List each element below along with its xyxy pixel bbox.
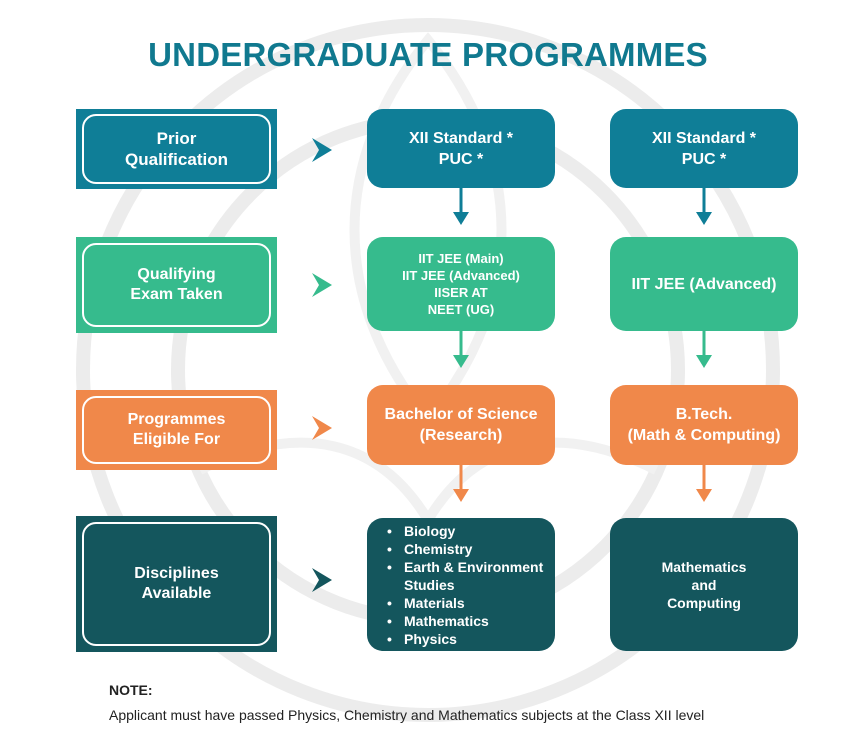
disciplines-btech: Mathematics and Computing [610, 518, 798, 651]
label-line: Exam Taken [130, 286, 223, 303]
list-item: Earth & Environment Studies [387, 558, 545, 594]
arrow-down-icon [453, 331, 469, 368]
prior-qualification-bsr: XII Standard * PUC * [367, 109, 555, 188]
box-line: PUC * [438, 150, 484, 168]
programme-bsr: Bachelor of Science (Research) [367, 385, 555, 465]
box-line: XII Standard * [651, 129, 757, 147]
label-line: Qualification [125, 150, 228, 169]
list-item: Physics [387, 630, 545, 648]
chevron-right-icon [312, 138, 332, 162]
label-line: Qualifying [137, 266, 216, 283]
row-label-programmes-eligible: Programmes Eligible For [76, 390, 277, 470]
box-line: and [691, 576, 717, 593]
prior-qualification-btech: XII Standard * PUC * [610, 109, 798, 188]
chevron-right-icon [312, 273, 332, 297]
box-line: (Research) [419, 427, 503, 444]
note-heading: NOTE: [109, 682, 153, 698]
box-line: IISER AT [434, 285, 488, 300]
row-label-qualifying-exam: Qualifying Exam Taken [76, 237, 277, 333]
arrow-down-icon [453, 465, 469, 502]
label-line: Prior [156, 128, 197, 148]
label-line: Disciplines [134, 565, 219, 582]
row-label-disciplines: Disciplines Available [76, 516, 277, 652]
box-line: Bachelor of Science [384, 406, 538, 423]
box-line: Mathematics [661, 558, 747, 575]
chevron-right-icon [312, 568, 332, 592]
box-line: NEET (UG) [427, 302, 495, 317]
arrow-down-icon [696, 465, 712, 502]
qualifying-exam-btech: IIT JEE (Advanced) [610, 237, 798, 331]
page-title: UNDERGRADUATE PROGRAMMES [148, 36, 708, 73]
label-line: Programmes [127, 411, 226, 428]
note-text: Applicant must have passed Physics, Chem… [109, 707, 705, 723]
list-item: Mathematics [387, 612, 545, 630]
disciplines-bsr: Biology Chemistry Earth & Environment St… [367, 518, 555, 651]
box-line: Computing [667, 594, 741, 611]
qualifying-exam-bsr: IIT JEE (Main) IIT JEE (Advanced) IISER … [367, 237, 555, 331]
label-line: Available [141, 585, 212, 602]
discipline-list: Biology Chemistry Earth & Environment St… [367, 522, 555, 648]
box-line: B.Tech. [675, 406, 733, 423]
list-item: Materials [387, 594, 545, 612]
box-line: PUC * [681, 150, 727, 168]
box-line: XII Standard * [408, 129, 514, 147]
label-line: Eligible For [132, 431, 221, 448]
box-line: IIT JEE (Main) [418, 251, 504, 266]
arrow-down-icon [696, 188, 712, 225]
arrow-down-icon [696, 331, 712, 368]
arrow-down-icon [453, 188, 469, 225]
box-line: IIT JEE (Advanced) [631, 275, 777, 293]
box-line: IIT JEE (Advanced) [402, 268, 520, 283]
chevron-right-icon [312, 416, 332, 440]
list-item: Biology [387, 522, 545, 540]
list-item: Chemistry [387, 540, 545, 558]
box-line: (Math & Computing) [627, 427, 781, 444]
programme-btech: B.Tech. (Math & Computing) [610, 385, 798, 465]
row-label-prior-qualification: Prior Qualification [76, 109, 277, 189]
